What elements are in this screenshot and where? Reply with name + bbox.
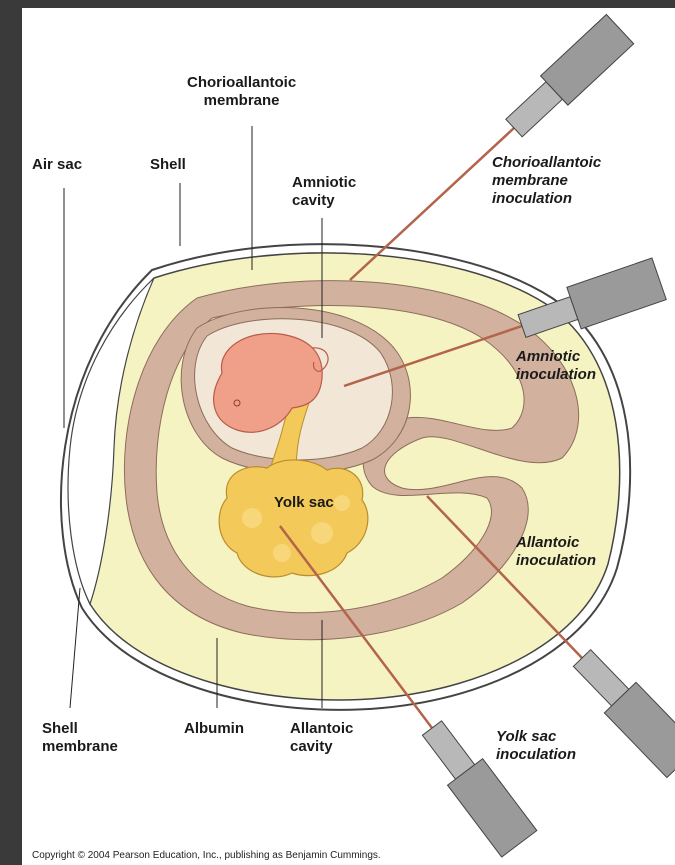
label-amniotic-inoculation: Amniotic inoculation (516, 348, 596, 384)
label-chorioallantoic-inoculation: Chorioallantoic membrane inoculation (492, 154, 601, 208)
syringe-allantoic (566, 643, 675, 778)
label-air-sac: Air sac (32, 156, 82, 174)
yolk-blob (242, 508, 262, 528)
leader-shell-membrane (70, 588, 80, 708)
label-amniotic-cavity: Amniotic cavity (292, 174, 356, 210)
label-albumin: Albumin (184, 720, 244, 738)
yolk-blob (334, 495, 350, 511)
yolk-blob (273, 544, 291, 562)
label-allantoic-inoculation: Allantoic inoculation (516, 534, 596, 570)
label-allantoic-cavity: Allantoic cavity (290, 720, 353, 756)
label-chorioallantoic-membrane: Chorioallantoic membrane (187, 74, 296, 110)
label-shell: Shell (150, 156, 186, 174)
label-shell-membrane: Shell membrane (42, 720, 118, 756)
syringe-chorioallantoic (500, 14, 633, 142)
label-yolk-sac-inoculation: Yolk sac inoculation (496, 728, 576, 764)
copyright-notice: Copyright © 2004 Pearson Education, Inc.… (32, 850, 381, 861)
diagram-panel: Chorioallantoic membrane Air sac Shell A… (22, 8, 675, 865)
yolk-blob (311, 522, 333, 544)
label-yolk-sac: Yolk sac (274, 494, 334, 512)
